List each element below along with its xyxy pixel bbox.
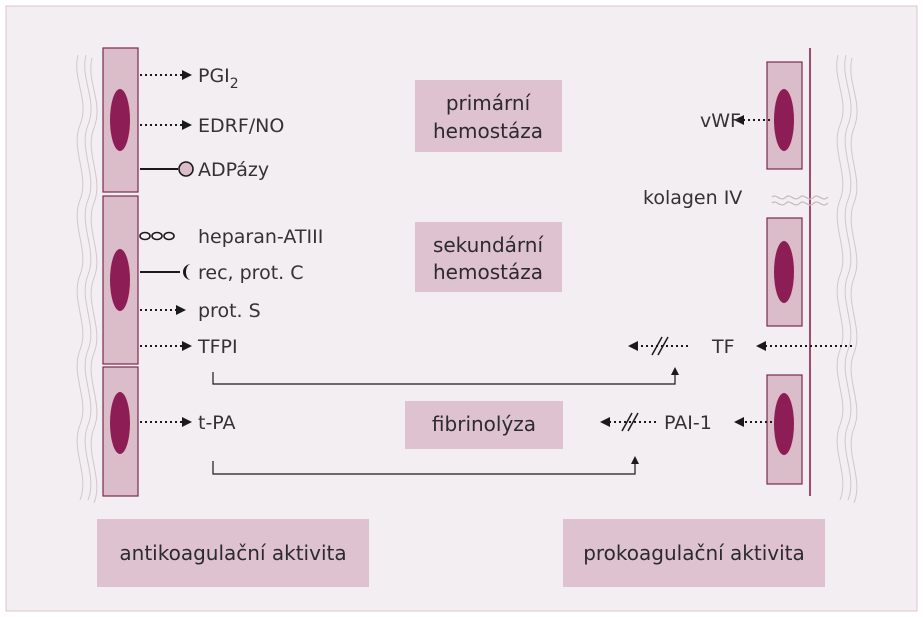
label-kolagen: kolagen IV <box>643 187 742 209</box>
nucleus <box>774 89 794 151</box>
nucleus <box>110 89 130 151</box>
footer-box-pro: prokoagulační aktivita <box>563 519 825 587</box>
label-rec: rec, prot. C <box>198 262 303 284</box>
nucleus <box>774 393 794 455</box>
svg-text:hemostáza: hemostáza <box>433 119 543 143</box>
svg-text:fibrinolýza: fibrinolýza <box>432 412 536 436</box>
connector-tfpi-to-tf <box>212 367 679 385</box>
svg-text:hemostáza: hemostáza <box>433 260 543 284</box>
heparan-chain-icon <box>139 231 175 241</box>
left-cell-1 <box>102 47 139 193</box>
left-cell-3 <box>102 366 139 497</box>
label-tf: TF <box>711 336 735 358</box>
nucleus <box>110 249 130 311</box>
right-cell-3 <box>766 374 803 485</box>
label-tpa: t-PA <box>198 412 236 434</box>
label-heparan: heparan-ATIII <box>198 226 323 248</box>
right-collagen-texture <box>836 54 858 504</box>
connector-tpa-to-pai <box>212 456 639 475</box>
inhibition-mark-tf <box>651 336 669 356</box>
stage-box-fibrinolyza: fibrinolýza <box>405 401 563 449</box>
right-cell-2 <box>766 217 803 327</box>
left-cell-2 <box>102 195 139 365</box>
label-adp: ADPázy <box>198 159 269 181</box>
stage-box-primarni: primární hemostáza <box>415 80 562 152</box>
footer-box-anti: antikoagulační aktivita <box>97 519 369 587</box>
label-edrf: EDRF/NO <box>198 115 284 137</box>
kolagen-fiber-icon <box>771 195 829 206</box>
label-prot-s: prot. S <box>198 300 261 322</box>
svg-text:sekundární: sekundární <box>433 233 545 257</box>
receptor-crescent-icon <box>183 264 191 280</box>
label-tfpi: TFPI <box>197 336 238 358</box>
svg-text:prokoagulační aktivita: prokoagulační aktivita <box>583 541 805 565</box>
svg-text:primární: primární <box>446 91 532 115</box>
right-cell-1 <box>766 61 803 170</box>
label-pgi: PGI2 <box>198 65 239 92</box>
nucleus <box>110 392 130 454</box>
adp-receptor-icon <box>178 161 194 177</box>
nucleus <box>774 241 794 303</box>
left-collagen-texture <box>76 54 98 504</box>
stage-box-sekundarni: sekundární hemostáza <box>415 222 562 292</box>
label-vwf: vWF <box>700 110 741 132</box>
svg-text:antikoagulační aktivita: antikoagulační aktivita <box>119 541 346 565</box>
inhibition-mark-pai <box>621 412 639 432</box>
label-pai: PAI-1 <box>664 412 712 434</box>
